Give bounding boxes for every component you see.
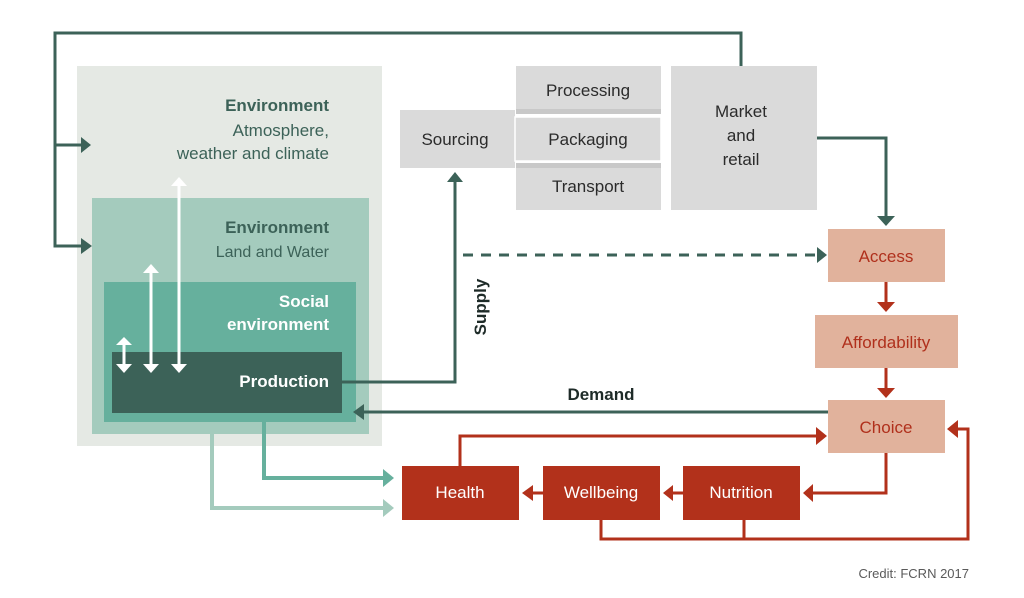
environment-atmosphere-title: Environment: [225, 96, 329, 115]
wellbeing-box: [543, 466, 660, 520]
social-environment-line2: environment: [227, 315, 329, 334]
access-box: [828, 229, 945, 282]
nutrition-label: Nutrition: [709, 483, 772, 502]
arrowhead-choice-right-icon: [947, 420, 958, 438]
environment-land-title: Environment: [225, 218, 329, 237]
choice-label: Choice: [860, 418, 913, 437]
affordability-box: [815, 315, 958, 368]
nutrition-box: [683, 466, 800, 520]
arrowhead-atmosphere-icon: [81, 137, 91, 153]
choice-nutrition-arrow: [812, 453, 888, 495]
arrowhead-health-icon: [522, 485, 533, 501]
market-label-1: Market: [715, 102, 767, 121]
arrowhead-access-dashed-icon: [817, 247, 827, 263]
packaging-box: [514, 116, 662, 162]
sourcing-box: [400, 110, 515, 168]
arrowhead-land-icon: [81, 238, 92, 254]
arrowhead-access-icon: [877, 216, 895, 226]
choice-box: [828, 400, 945, 453]
social-health-arrow: [262, 422, 385, 480]
health-box: [402, 466, 519, 520]
processing-box: [516, 66, 661, 109]
transport-divider: [516, 163, 661, 168]
market-label-2: and: [727, 126, 755, 145]
supply-label: Supply: [471, 278, 490, 335]
market-label-3: retail: [723, 150, 760, 169]
arrowhead-nutrition-icon: [803, 484, 813, 502]
wellbeing-label: Wellbeing: [564, 483, 638, 502]
production-label: Production: [239, 372, 329, 391]
environment-atmosphere-subtitle-1: Atmosphere,: [233, 121, 329, 140]
health-choice-arrow: [458, 434, 816, 466]
market-access-arrow: [817, 136, 888, 216]
feedback-loop-arrow: [53, 31, 743, 248]
environment-atmosphere-subtitle-2: weather and climate: [176, 144, 329, 163]
arrowhead-health-social-icon: [383, 469, 394, 487]
packaging-label: Packaging: [548, 130, 627, 149]
arrowhead-production-icon: [353, 404, 364, 420]
access-label: Access: [859, 247, 914, 266]
double-arrow-small-icon: [116, 337, 132, 373]
arrowhead-choice-left-icon: [816, 427, 827, 445]
environment-land-subtitle: Land and Water: [216, 244, 330, 261]
health-label: Health: [435, 483, 484, 502]
outcomes-choice-arrow: [599, 427, 970, 541]
credit-text: Credit: FCRN 2017: [858, 566, 969, 581]
transport-label: Transport: [552, 177, 624, 196]
arrowhead-affordability-icon: [877, 302, 895, 312]
double-arrow-medium-icon: [143, 264, 159, 373]
demand-label: Demand: [567, 385, 634, 404]
transport-box: [516, 168, 661, 210]
processing-label: Processing: [546, 81, 630, 100]
arrowhead-choice-icon: [877, 388, 895, 398]
processing-divider: [516, 109, 661, 114]
arrowhead-wellbeing-icon: [663, 485, 673, 501]
double-arrow-tall-icon: [171, 177, 187, 373]
affordability-label: Affordability: [842, 333, 931, 352]
supply-arrow: [342, 180, 457, 384]
arrowhead-health-environment-icon: [383, 499, 394, 517]
environment-health-arrow: [210, 434, 385, 510]
sourcing-label: Sourcing: [421, 130, 488, 149]
social-environment-line1: Social: [279, 292, 329, 311]
arrowhead-sourcing-icon: [447, 172, 463, 182]
market-retail-box: [671, 66, 817, 210]
